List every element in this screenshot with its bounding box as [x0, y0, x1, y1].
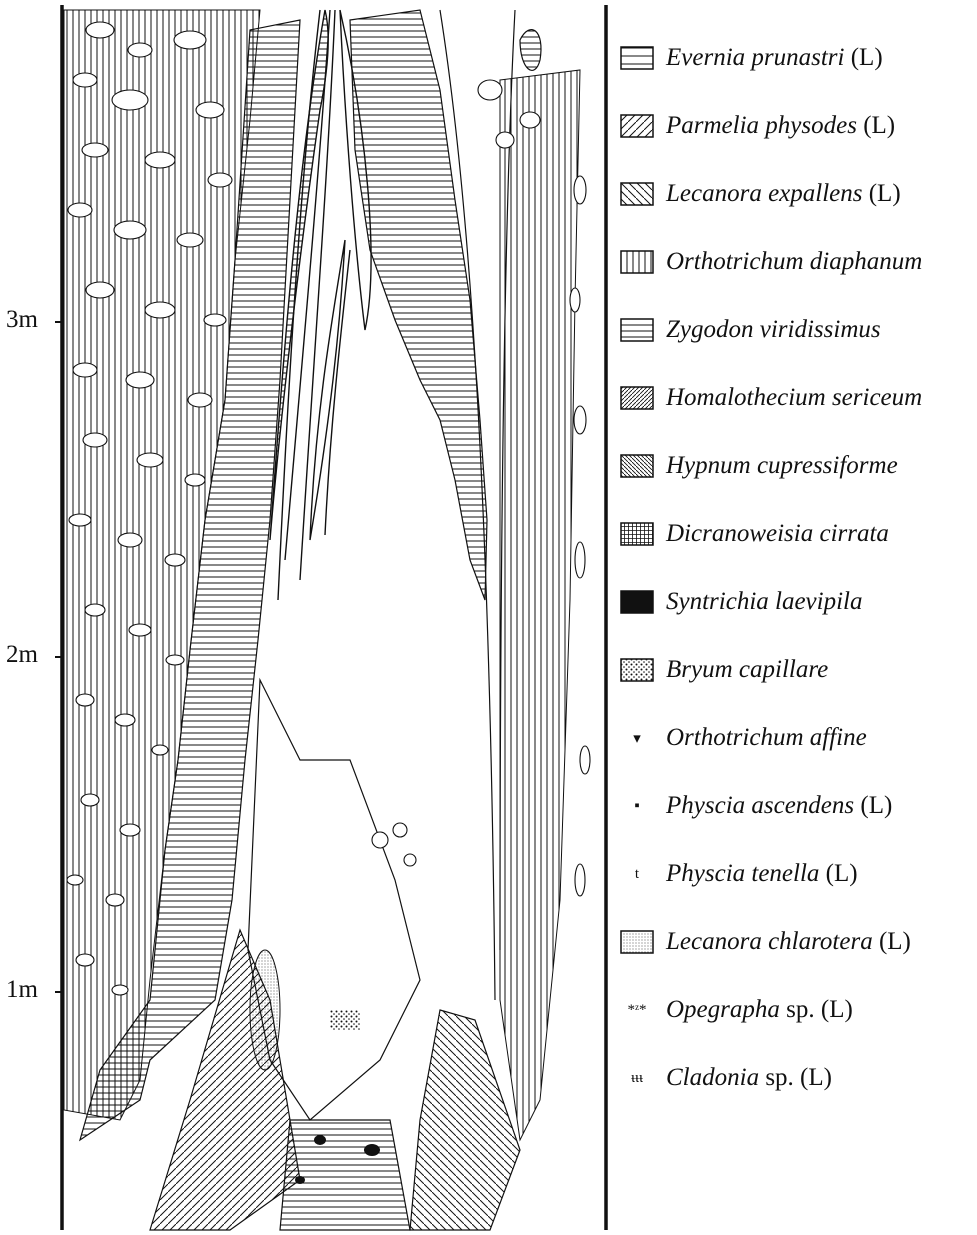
legend-item: Evernia prunastri (L) — [620, 40, 883, 76]
legend-label: Dicranoweisia cirrata — [666, 520, 889, 548]
legend-item: Dicranoweisia cirrata — [620, 516, 889, 552]
legend-suffix: (L) — [873, 928, 911, 955]
legend-label: Orthotrichum diaphanum — [666, 248, 922, 276]
legend-symbol-icon: ▾ — [620, 726, 654, 750]
legend-swatch-icon — [620, 318, 654, 342]
legend-suffix: (L) — [857, 112, 895, 139]
legend-item: *ᶻ* Opegrapha sp. (L) — [620, 992, 853, 1028]
legend-species-name: Orthotrichum affine — [666, 724, 867, 751]
legend-label: Lecanora expallens (L) — [666, 180, 901, 208]
legend-item: Parmelia physodes (L) — [620, 108, 895, 144]
legend-swatch-icon — [620, 930, 654, 954]
legend-swatch-icon — [620, 114, 654, 138]
right-vertical-strip — [500, 70, 580, 1140]
legend-swatch-icon — [620, 454, 654, 478]
legend-species-name: Orthotrichum diaphanum — [666, 248, 922, 275]
legend-label: Orthotrichum affine — [666, 724, 867, 752]
legend-label: Opegrapha sp. (L) — [666, 996, 853, 1024]
legend-item: t Physcia tenella (L) — [620, 856, 858, 892]
legend-suffix: sp. (L) — [759, 1064, 832, 1091]
legend-species-name: Syntrichia laevipila — [666, 588, 862, 615]
legend-label: Syntrichia laevipila — [666, 588, 862, 616]
legend-label: Hypnum cupressiforme — [666, 452, 898, 480]
legend-label: Lecanora chlarotera (L) — [666, 928, 911, 956]
legend-suffix: (L) — [844, 44, 882, 71]
legend-species-name: Homalothecium sericeum — [666, 384, 922, 411]
legend-swatch-icon — [620, 250, 654, 274]
legend-item: ▾ Orthotrichum affine — [620, 720, 867, 756]
legend-label: Physcia ascendens (L) — [666, 792, 892, 820]
legend-suffix: (L) — [854, 792, 892, 819]
legend-species-name: Dicranoweisia cirrata — [666, 520, 889, 547]
legend-item: Lecanora chlarotera (L) — [620, 924, 911, 960]
legend-species-name: Hypnum cupressiforme — [666, 452, 898, 479]
legend-symbol-icon: t — [620, 862, 654, 886]
legend-species-name: Physcia tenella — [666, 860, 819, 887]
legend-swatch-icon — [620, 522, 654, 546]
legend-label: Homalothecium sericeum — [666, 384, 922, 412]
legend-label: Evernia prunastri (L) — [666, 44, 883, 72]
legend-swatch-icon — [620, 658, 654, 682]
legend-species-name: Opegrapha — [666, 996, 780, 1023]
legend-suffix: (L) — [862, 180, 900, 207]
legend-item: Hypnum cupressiforme — [620, 448, 898, 484]
legend-species-name: Zygodon viridissimus — [666, 316, 881, 343]
scale-label-1m: 1m — [6, 976, 38, 1004]
base-zone — [280, 1120, 410, 1230]
legend-label: Bryum capillare — [666, 656, 828, 684]
lower-right-arch — [410, 1010, 520, 1230]
legend-item: Zygodon viridissimus — [620, 312, 881, 348]
legend-item: Syntrichia laevipila — [620, 584, 862, 620]
right-horizontal-band — [350, 10, 487, 600]
syntrichia-patch — [364, 1144, 380, 1156]
legend-item: Orthotrichum diaphanum — [620, 244, 922, 280]
legend-swatch-icon — [620, 386, 654, 410]
legend-species-name: Evernia prunastri — [666, 44, 844, 71]
legend-swatch-icon — [620, 590, 654, 614]
legend-swatch-icon — [620, 46, 654, 70]
legend-label: Cladonia sp. (L) — [666, 1064, 832, 1092]
legend-item: Homalothecium sericeum — [620, 380, 922, 416]
legend-item: ᵼᵼᵼ Cladonia sp. (L) — [620, 1060, 832, 1096]
legend-symbol-icon: ᵼᵼᵼ — [620, 1066, 654, 1090]
legend-symbol-icon: *ᶻ* — [620, 998, 654, 1022]
legend-species-name: Bryum capillare — [666, 656, 828, 683]
legend-item: Bryum capillare — [620, 652, 828, 688]
legend-suffix: sp. (L) — [780, 996, 853, 1023]
legend-swatch-icon — [620, 182, 654, 206]
bryum-patch — [330, 1010, 360, 1030]
legend-label: Physcia tenella (L) — [666, 860, 858, 888]
legend-item: Lecanora expallens (L) — [620, 176, 901, 212]
legend-species-name: Lecanora expallens — [666, 180, 862, 207]
legend-label: Parmelia physodes (L) — [666, 112, 895, 140]
scale-label-2m: 2m — [6, 641, 38, 669]
legend-symbol-icon: ▪ — [620, 794, 654, 818]
legend-item: ▪ Physcia ascendens (L) — [620, 788, 892, 824]
legend-species-name: Parmelia physodes — [666, 112, 857, 139]
legend-species-name: Lecanora chlarotera — [666, 928, 873, 955]
legend-label: Zygodon viridissimus — [666, 316, 881, 344]
scale-label-3m: 3m — [6, 306, 38, 334]
legend-suffix: (L) — [819, 860, 857, 887]
legend-species-name: Physcia ascendens — [666, 792, 854, 819]
legend-species-name: Cladonia — [666, 1064, 759, 1091]
